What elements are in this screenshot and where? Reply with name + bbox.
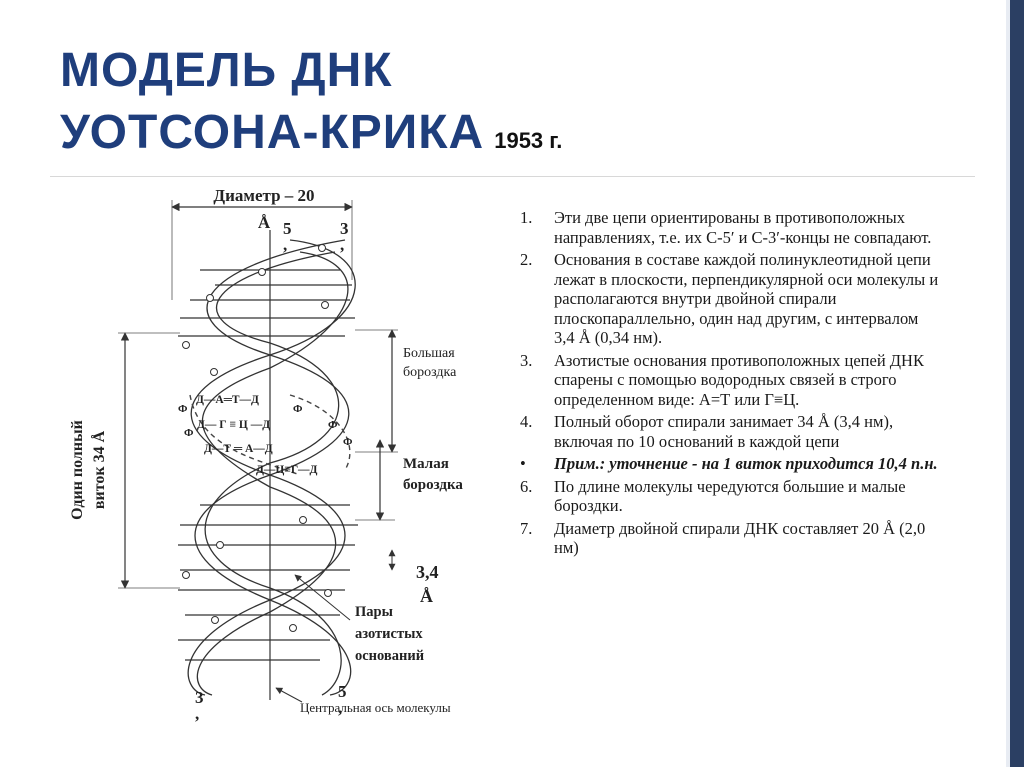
note-item: 2. Основания в составе каждой полинуклеот… [520, 250, 940, 348]
note-text: Азотистые основания противоположных цепе… [554, 350, 924, 409]
pair-row-3: Д—Т ═ А—Д [204, 443, 273, 455]
note-item: 1. Эти две цепи ориентированы в противопо… [520, 208, 940, 247]
slide-edge-bar [1010, 0, 1024, 767]
diameter-angstrom: Å [258, 213, 271, 232]
note-number: 3. [520, 350, 533, 370]
phosphate-label: Ф [343, 436, 353, 448]
end-3-bottom: 3 [195, 688, 204, 707]
note-text: Диаметр двойной спирали ДНК составляет 2… [554, 518, 926, 558]
note-text: Основания в составе каждой полинуклеотид… [554, 250, 939, 347]
helix-strand-b [194, 239, 352, 696]
axis-pointer [275, 687, 303, 703]
prime-mark: , [338, 698, 342, 717]
minor-groove-label-2: бороздка [403, 477, 463, 493]
major-groove-label-2: бороздка [403, 365, 457, 380]
phosphate-label: Ф [184, 427, 194, 439]
note-number: 4. [520, 412, 533, 431]
base-pairs-label-1: Пары [355, 604, 393, 620]
base-pairs-label-2: азотистых [355, 626, 423, 642]
title-year: 1953 г. [494, 128, 563, 153]
title-line-2: УОТСОНА-КРИКА [60, 106, 485, 159]
major-groove-label-1: Большая [403, 346, 455, 361]
note-item: • Прим.: уточнение - на 1 виток приходитс… [520, 454, 940, 474]
note-text: Эти две цепи ориентированы в противополо… [554, 208, 932, 247]
base-pair-rungs-lower [178, 504, 358, 661]
note-text: По длине молекулы чередуются большие и м… [554, 476, 906, 516]
end-5-bottom: 5 [338, 682, 347, 701]
phosphate-circles [182, 244, 332, 632]
note-item: 3. Азотистые основания противоположных це… [520, 351, 940, 410]
pair-row-4: Д—Ц≡Г—Д [256, 464, 317, 476]
phosphate-label: Ф [328, 419, 338, 431]
pair-row-2: Д— Г ≡ Ц —Д [197, 419, 270, 431]
spacing-value: 3,4 [416, 562, 439, 582]
note-number: • [520, 454, 526, 473]
axis-label: Центральная ось молекулы [300, 700, 451, 715]
note-number: 2. [520, 250, 533, 269]
slide-edge-highlight [1006, 0, 1010, 767]
note-text: Прим.: уточнение - на 1 виток приходится… [554, 454, 938, 473]
spacing-unit: Å [420, 586, 433, 606]
turn-label-2: виток 34 Å [90, 430, 108, 509]
pair-row-1: Д—А═Т—Д [196, 394, 259, 406]
title-line-1: МОДЕЛЬ ДНК [60, 44, 393, 97]
phosphate-label: Ф [178, 403, 188, 415]
note-number: 1. [520, 208, 533, 227]
diameter-label: Диаметр – 20 [213, 186, 314, 205]
prime-mark: , [283, 235, 287, 254]
slide-title: МОДЕЛЬ ДНК УОТСОНА-КРИКА 1953 г. [60, 40, 562, 172]
prime-mark: , [340, 235, 344, 254]
note-item: 6. По длине молекулы чередуются большие и… [520, 477, 940, 516]
note-number: 7. [520, 518, 533, 538]
base-pairs-label-3: оснований [355, 648, 424, 664]
minor-groove-label-1: Малая [403, 456, 449, 472]
end-5-top: 5 [283, 219, 292, 238]
end-3-top: 3 [340, 219, 349, 238]
helix-strand-a [187, 239, 356, 696]
base-pairs-pointer [294, 574, 351, 621]
prime-mark: , [195, 704, 199, 723]
schematic-strands [189, 394, 351, 476]
note-text: Полный оборот спирали занимает 34 Å (3,4… [554, 412, 894, 451]
turn-label-1: Один полный [69, 420, 86, 520]
note-item: 7. Диаметр двойной спирали ДНК составляет… [520, 519, 940, 558]
notes-list: 1. Эти две цепи ориентированы в противопо… [520, 208, 940, 561]
phosphate-label: Ф [293, 403, 303, 415]
note-item: 4. Полный оборот спирали занимает 34 Å (3… [520, 412, 940, 451]
note-number: 6. [520, 476, 533, 496]
base-pair-rungs-upper [178, 269, 355, 337]
